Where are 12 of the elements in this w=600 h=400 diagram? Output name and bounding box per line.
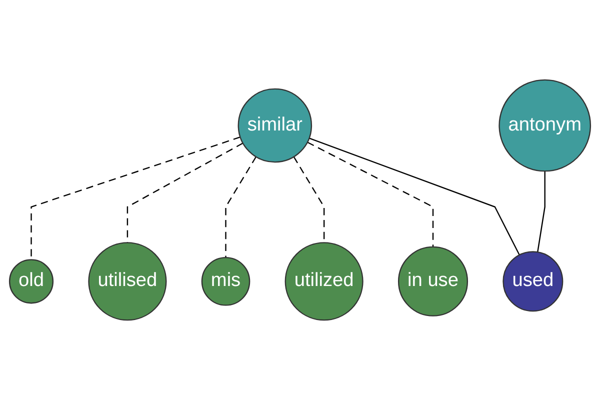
node-circle: old (8, 259, 54, 304)
connector (537, 171, 546, 252)
node-circle: used (502, 251, 564, 312)
node-circle: similar (238, 88, 312, 163)
node-circle: antonym (498, 79, 592, 172)
node-circle: in use (398, 246, 468, 316)
connector (225, 156, 257, 258)
connector (307, 142, 434, 247)
node-circle: mis (201, 257, 250, 306)
connector (308, 138, 520, 256)
node-circle: utilized (284, 242, 364, 321)
node-circle: utilised (88, 242, 167, 321)
